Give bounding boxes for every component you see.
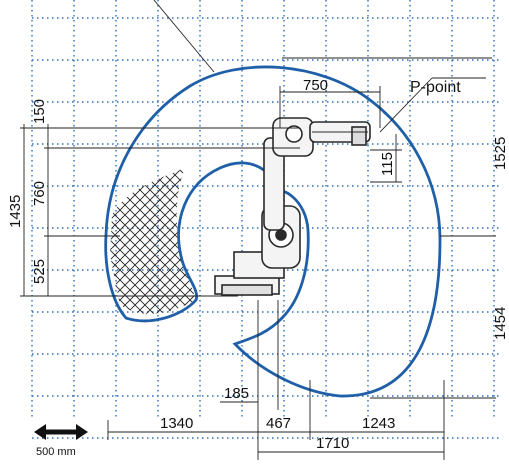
robot-wrist [351,126,367,146]
robot-elbow-joint [285,125,303,143]
dim-bottom-185: 185 [224,385,249,402]
restricted-zone-hatched [110,168,196,314]
robot-base-lower [221,284,273,296]
dim-left-1435: 1435 [7,195,24,228]
scale-bar-label: 500 mm [36,446,76,458]
dim-top-reach: 750 [303,77,328,94]
dim-left-150: 150 [31,99,48,124]
dimension-lines [20,0,496,460]
dim-p-offset: 115 [379,152,396,176]
dim-left-525: 525 [31,259,48,284]
dim-right-1454: 1454 [492,307,509,340]
dim-left-760: 760 [31,181,48,206]
dim-bottom-1710: 1710 [316,435,349,452]
robot-shoulder-joint-inner [275,229,287,241]
dim-right-1525: 1525 [492,137,509,170]
dim-bottom-1243: 1243 [362,415,395,432]
dotted-grid [31,0,500,439]
dim-bottom-467: 467 [266,415,291,432]
scale-bar-arrow [34,424,88,440]
dim-bottom-1340: 1340 [160,415,193,432]
robot-arm-drawing [214,117,371,296]
p-point-label: P-point [410,79,461,96]
